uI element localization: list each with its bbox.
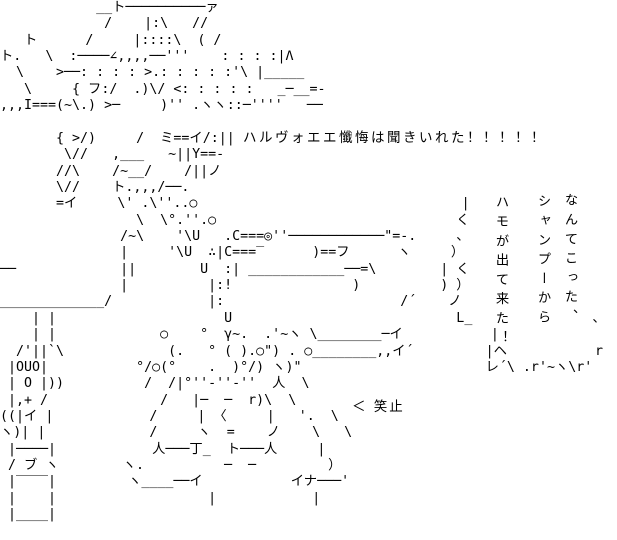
speech-bubble-column-1: なんてこった、 <box>562 193 577 329</box>
speech-bubble-column-3: ハモが出て来た！ <box>493 195 508 350</box>
caption-text: ＜ 笑止 <box>352 399 405 415</box>
dialogue-text: ハルヴォエエ懺悔は聞きいれた！！！！！ <box>243 130 547 146</box>
ascii-art: __ト──────────ァ / |:\ // ト / |::::\ ( / ト… <box>0 0 606 523</box>
speech-bubble-column-2: シャンプーから <box>535 194 550 330</box>
